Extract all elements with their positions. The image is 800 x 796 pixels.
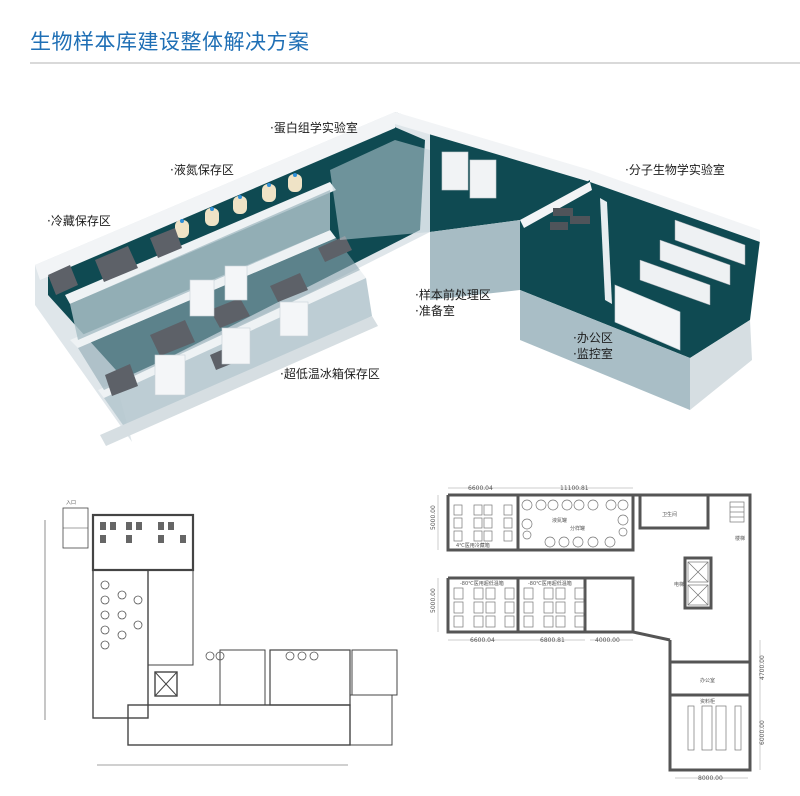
svg-text:办公室: 办公室	[700, 677, 715, 684]
svg-text:6800.81: 6800.81	[540, 637, 565, 644]
svg-text:5000.00: 5000.00	[430, 505, 437, 530]
title-divider	[30, 62, 800, 64]
lab-3d-render: 冷藏保存区 液氮保存区 蛋白组学实验室 分子生物学实验室 样本前处理区 准备室 …	[0, 90, 800, 470]
svg-text:资料柜: 资料柜	[700, 698, 715, 705]
floor-plan-detail: 6600.04 11100.81 5000.00 5000.00 6600.04…	[430, 480, 770, 786]
svg-text:6600.04: 6600.04	[470, 637, 495, 644]
label-office-monitor: 办公区 监控室	[573, 330, 613, 362]
label-ultra-low-freezer: 超低温冰箱保存区	[280, 366, 380, 382]
svg-text:5000.00: 5000.00	[430, 588, 437, 613]
label-molecular-bio-lab: 分子生物学实验室	[625, 162, 725, 178]
svg-text:分样罐: 分样罐	[570, 525, 585, 532]
svg-text:4℃医用冷藏箱: 4℃医用冷藏箱	[456, 542, 490, 549]
overall-floor-plan-drawing: 入口	[44, 500, 398, 766]
svg-text:入口: 入口	[66, 500, 76, 506]
svg-text:电梯: 电梯	[674, 581, 684, 588]
svg-text:6600.04: 6600.04	[468, 485, 493, 492]
label-proteomics-lab: 蛋白组学实验室	[270, 120, 358, 136]
svg-text:4000.00: 4000.00	[595, 637, 620, 644]
svg-text:-80℃医用超低温箱: -80℃医用超低温箱	[460, 580, 504, 587]
svg-text:4700.00: 4700.00	[759, 655, 766, 680]
svg-text:11100.81: 11100.81	[560, 485, 589, 492]
svg-text:卫生间: 卫生间	[662, 511, 677, 518]
detail-floor-plan-drawing: 6600.04 11100.81 5000.00 5000.00 6600.04…	[430, 485, 766, 782]
svg-text:液氮罐: 液氮罐	[552, 517, 567, 524]
page-title: 生物样本库建设整体解决方案	[30, 30, 310, 54]
label-cold-storage: 冷藏保存区	[47, 213, 111, 229]
svg-text:8000.00: 8000.00	[698, 775, 723, 782]
svg-text:楼梯: 楼梯	[735, 535, 745, 542]
label-sample-pretreatment: 样本前处理区 准备室	[415, 287, 491, 319]
floor-plan-overall: 入口	[30, 480, 410, 780]
label-liquid-nitrogen: 液氮保存区	[170, 162, 234, 178]
svg-text:-80℃医用超低温箱: -80℃医用超低温箱	[528, 580, 572, 587]
liquid-nitrogen-tanks	[175, 174, 302, 238]
svg-text:6000.00: 6000.00	[759, 720, 766, 745]
isometric-building-illustration	[35, 112, 760, 446]
